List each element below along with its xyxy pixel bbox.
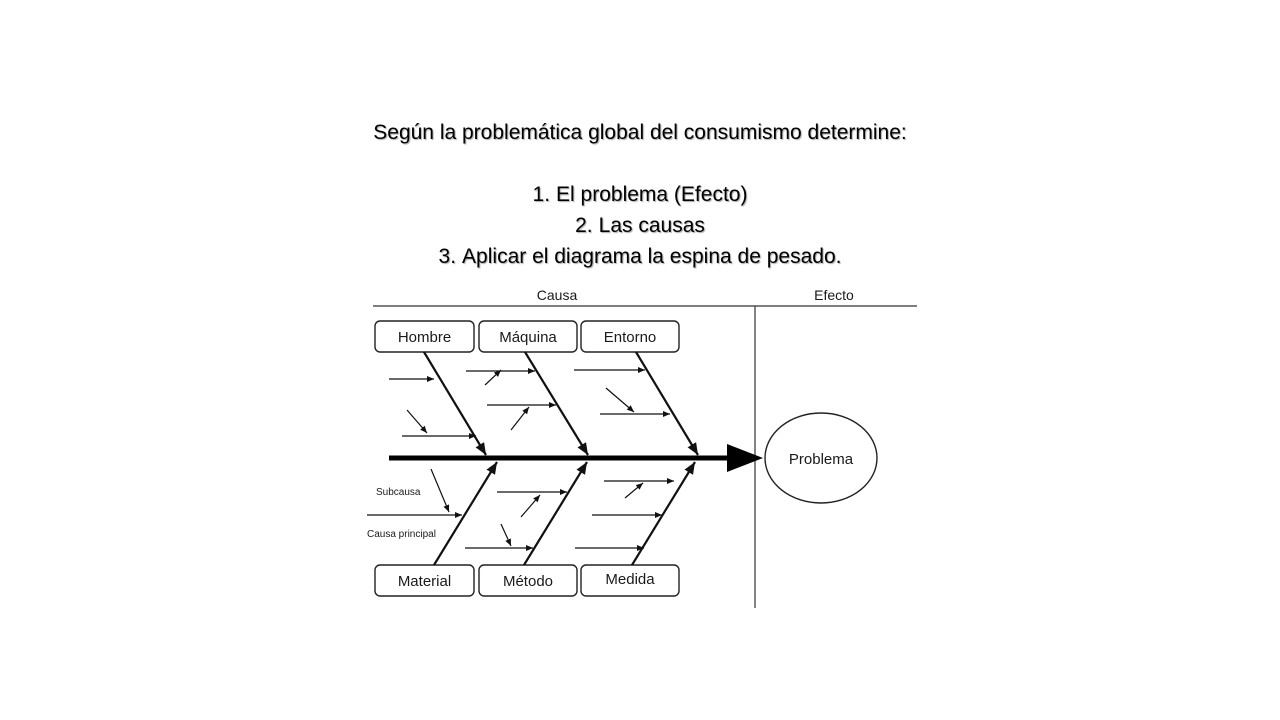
bone-maquina — [524, 351, 589, 456]
cause-label-maquina: Máquina — [499, 329, 557, 346]
effect-ellipse: Problema — [764, 412, 878, 504]
list-item-3-text: Aplicar el diagrama la espina de pesado. — [462, 245, 842, 268]
header-cause: Causa — [537, 287, 578, 303]
subcause-arrow — [500, 523, 512, 547]
cause-box-material: Material — [374, 564, 475, 597]
list-item-2-number: 2. — [575, 214, 593, 237]
list-item-2-text: Las causas — [598, 214, 705, 237]
subcause-arrow — [430, 468, 450, 513]
list-item-3-number: 3. — [438, 245, 457, 268]
subcause-arrow — [520, 494, 541, 518]
list-item-1-text: El problema (Efecto) — [556, 183, 748, 206]
spine-arrowhead — [727, 444, 763, 472]
cause-box-entorno: Entorno — [580, 320, 680, 353]
subcause-arrow — [406, 409, 428, 434]
cause-box-metodo: Método — [478, 564, 578, 597]
cause-label-material: Material — [398, 573, 451, 590]
list-item-1: 1.El problema (Efecto) — [0, 179, 1280, 210]
list-item-3: 3.Aplicar el diagrama la espina de pesad… — [0, 241, 1280, 272]
subcause-arrow — [624, 482, 644, 499]
subcause-arrow — [510, 406, 530, 431]
annotation-main-cause: Causa principal — [367, 529, 436, 540]
list-item-1-number: 1. — [532, 183, 551, 206]
header-effect: Efecto — [814, 287, 854, 303]
list-item-2: 2.Las causas — [0, 210, 1280, 241]
bone-metodo — [523, 461, 588, 566]
cause-label-metodo: Método — [503, 573, 553, 590]
slide-title: Según la problemática global del consumi… — [373, 121, 907, 144]
bone-medida — [631, 461, 696, 566]
bone-material — [433, 461, 498, 566]
bone-hombre — [423, 351, 487, 456]
cause-box-maquina: Máquina — [478, 320, 578, 353]
subcause-arrow — [484, 369, 502, 386]
cause-label-medida: Medida — [605, 571, 655, 588]
annotation-subcause: Subcausa — [376, 487, 421, 498]
cause-label-entorno: Entorno — [604, 329, 657, 346]
effect-label: Problema — [789, 451, 854, 468]
subcause-arrow — [605, 387, 635, 413]
cause-box-hombre: Hombre — [374, 320, 475, 353]
cause-label-hombre: Hombre — [398, 329, 451, 346]
bone-entorno — [635, 351, 699, 456]
cause-box-medida: Medida — [580, 564, 680, 597]
slide-heading: Según la problemática global del consumi… — [0, 117, 1280, 272]
